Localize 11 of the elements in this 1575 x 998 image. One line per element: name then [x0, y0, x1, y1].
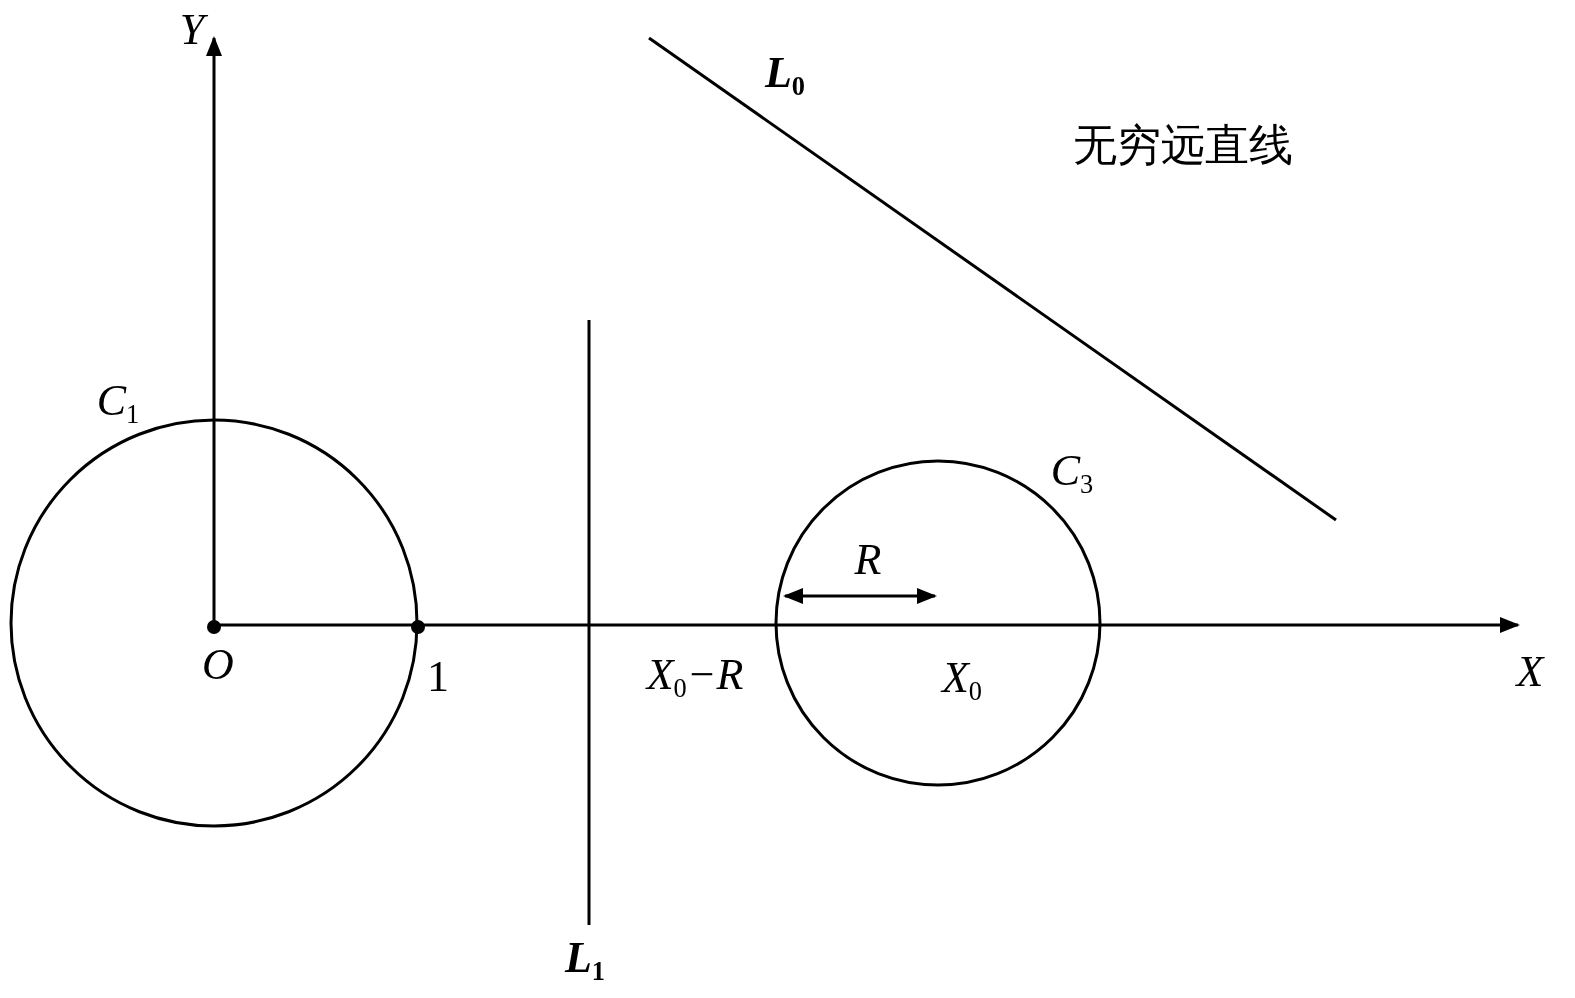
- circle-label: C$_{1}$: [96, 378, 140, 428]
- tick-label: X$_{0}$: [941, 655, 983, 705]
- line-label: L$_{0}$: [764, 50, 806, 100]
- circle-label: C$_{3}$: [1050, 448, 1094, 498]
- line-label: 无穷远直线: [1073, 123, 1293, 167]
- origin-label: O: [202, 643, 234, 687]
- radius-label: R: [854, 538, 882, 582]
- tick-label: X$_{0}$−R: [646, 652, 744, 702]
- line-label: L$_{1}$: [564, 935, 606, 985]
- tick-label: 1: [427, 655, 449, 699]
- axis-label: X: [1516, 650, 1544, 694]
